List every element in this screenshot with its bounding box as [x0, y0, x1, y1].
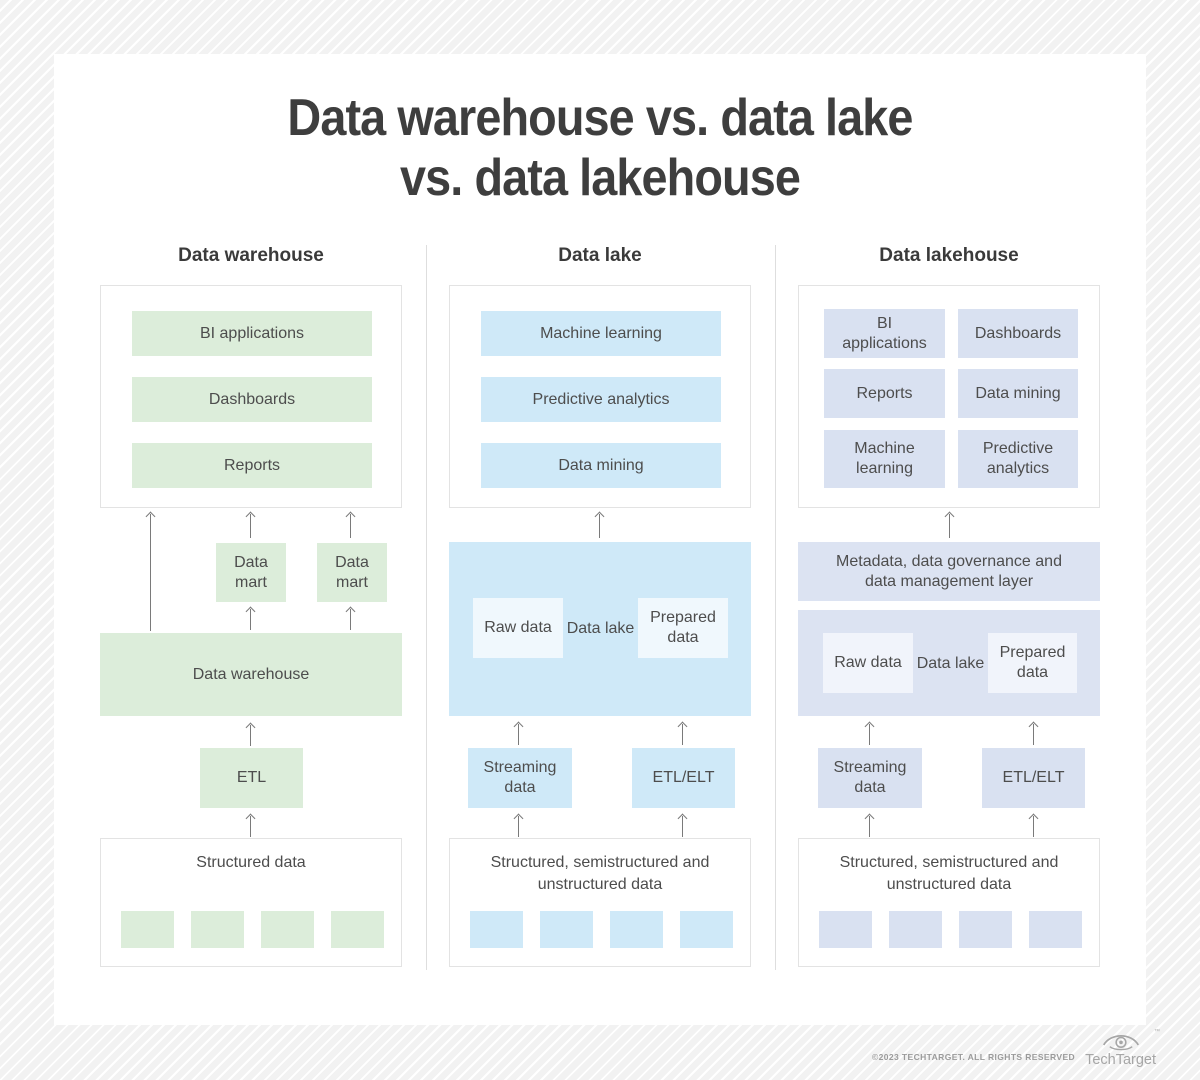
warehouse-consumer-dashboards: Dashboards	[132, 377, 372, 422]
page-title: Data warehouse vs. data lake vs. data la…	[109, 88, 1092, 208]
source-square	[470, 911, 523, 948]
arrow-up-icon	[246, 607, 255, 630]
warehouse-sources-panel: Structured data	[100, 838, 402, 967]
lake-sources-panel: Structured, semistructured and unstructu…	[449, 838, 751, 967]
lakehouse-consumer-bi-applications: BI applications	[824, 309, 945, 358]
copyright-text: ©2023 TECHTARGET. ALL RIGHTS RESERVED	[872, 1052, 1076, 1062]
lakehouse-consumer-predictive-analytics: Predictive analytics	[958, 430, 1078, 488]
streaming-data-box: Streaming data	[468, 748, 572, 808]
metadata-governance-label: Metadata, data governance and data manag…	[836, 552, 1062, 590]
eye-icon	[1102, 1035, 1139, 1051]
prepared-data-box: Prepared data	[988, 633, 1077, 693]
source-square	[610, 911, 663, 948]
lakehouse-consumer-reports: Reports	[824, 369, 945, 418]
source-square	[191, 911, 244, 948]
source-square	[540, 911, 593, 948]
lakehouse-consumers-panel: BI applications Dashboards Reports Data …	[798, 285, 1100, 508]
arrow-up-icon	[514, 722, 523, 745]
data-mart-box: Data mart	[216, 543, 286, 602]
source-square	[1029, 911, 1082, 948]
footer: ©2023 TECHTARGET. ALL RIGHTS RESERVED ™ …	[872, 1029, 1160, 1068]
etl-elt-box: ETL/ELT	[982, 748, 1085, 808]
trademark-symbol: ™	[1154, 1029, 1160, 1035]
source-square	[680, 911, 733, 948]
arrow-up-icon	[514, 814, 523, 837]
warehouse-consumer-bi-applications: BI applications	[132, 311, 372, 356]
prepared-data-box: Prepared data	[638, 598, 728, 658]
arrow-up-icon	[346, 607, 355, 630]
source-square	[959, 911, 1012, 948]
streaming-data-box: Streaming data	[818, 748, 922, 808]
arrow-up-icon	[865, 814, 874, 837]
lake-consumer-data-mining: Data mining	[481, 443, 721, 488]
arrow-up-icon	[246, 723, 255, 746]
arrow-up-icon	[346, 512, 355, 538]
data-mart-box: Data mart	[317, 543, 387, 602]
data-lake-panel: Raw data Data lake Prepared data	[449, 542, 751, 716]
source-square	[819, 911, 872, 948]
warehouse-consumers-panel: BI applications Dashboards Reports	[100, 285, 402, 508]
lake-consumer-predictive-analytics: Predictive analytics	[481, 377, 721, 422]
etl-box: ETL	[200, 748, 303, 808]
column-divider	[426, 245, 427, 970]
etl-elt-box: ETL/ELT	[632, 748, 735, 808]
source-squares	[121, 911, 384, 948]
metadata-governance-box: Metadata, data governance and data manag…	[798, 542, 1100, 601]
source-square	[261, 911, 314, 948]
techtarget-logo: ™ TechTarget	[1085, 1029, 1160, 1068]
arrow-up-icon	[678, 814, 687, 837]
arrow-up-icon	[146, 512, 155, 631]
raw-data-box: Raw data	[473, 598, 563, 658]
arrow-up-icon	[945, 512, 954, 538]
lakehouse-data-lake-panel: Raw data Data lake Prepared data	[798, 610, 1100, 716]
lakehouse-consumer-dashboards: Dashboards	[958, 309, 1078, 358]
column-header-warehouse: Data warehouse	[178, 245, 324, 266]
column-divider	[775, 245, 776, 970]
infographic-card: Data warehouse vs. data lake vs. data la…	[54, 54, 1146, 1025]
lake-consumer-machine-learning: Machine learning	[481, 311, 721, 356]
arrow-up-icon	[1029, 814, 1038, 837]
source-squares	[819, 911, 1082, 948]
source-square	[331, 911, 384, 948]
lakehouse-consumer-data-mining: Data mining	[958, 369, 1078, 418]
lakehouse-sources-label: Structured, semistructured and unstructu…	[839, 854, 1059, 893]
source-squares	[470, 911, 733, 948]
raw-data-box: Raw data	[823, 633, 913, 693]
column-header-lakehouse: Data lakehouse	[879, 245, 1019, 266]
data-lake-label: Data lake	[566, 619, 635, 637]
arrow-up-icon	[865, 722, 874, 745]
data-lake-label: Data lake	[916, 654, 985, 672]
lake-consumers-panel: Machine learning Predictive analytics Da…	[449, 285, 751, 508]
source-square	[889, 911, 942, 948]
data-warehouse-box: Data warehouse	[100, 633, 402, 716]
arrow-up-icon	[1029, 722, 1038, 745]
page-title-line1: Data warehouse vs. data lake	[287, 89, 913, 147]
lakehouse-sources-panel: Structured, semistructured and unstructu…	[798, 838, 1100, 967]
column-header-lake: Data lake	[558, 245, 642, 266]
warehouse-consumer-reports: Reports	[132, 443, 372, 488]
arrow-up-icon	[246, 512, 255, 538]
lakehouse-consumer-machine-learning: Machine learning	[824, 430, 945, 488]
brand-text: TechTarget	[1085, 1052, 1156, 1068]
page-title-line2: vs. data lakehouse	[399, 149, 801, 207]
lake-sources-label: Structured, semistructured and unstructu…	[490, 854, 710, 893]
arrow-up-icon	[246, 814, 255, 837]
arrow-up-icon	[678, 722, 687, 745]
warehouse-sources-label: Structured data	[196, 854, 306, 871]
arrow-up-icon	[595, 512, 604, 538]
source-square	[121, 911, 174, 948]
